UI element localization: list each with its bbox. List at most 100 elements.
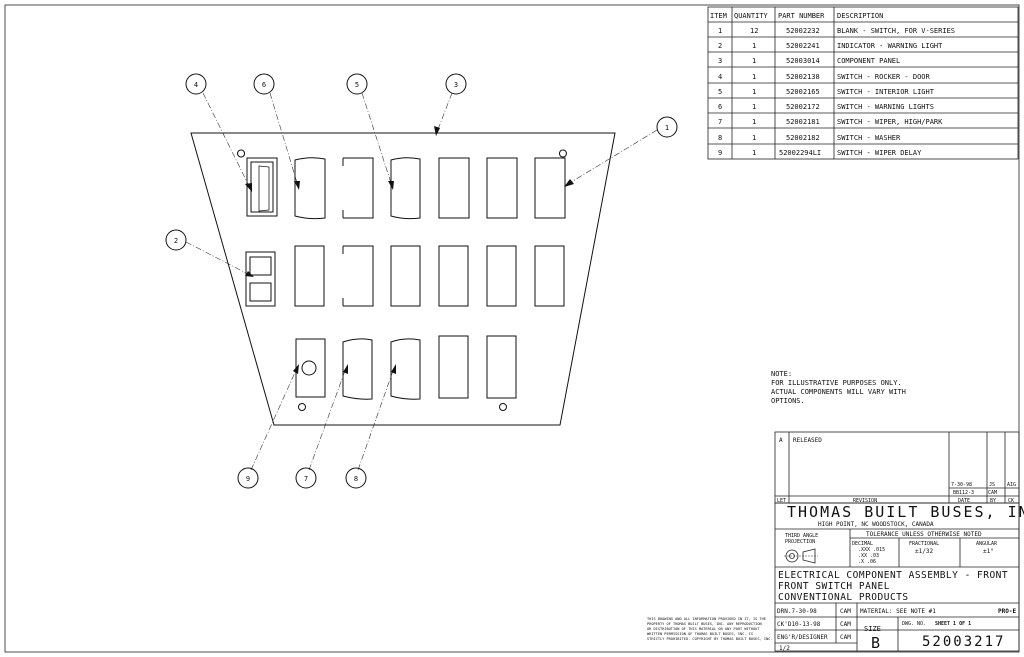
proprietary-line: STRICTLY PROHIBITED. COPYRIGHT BY THOMAS… <box>647 637 773 641</box>
callout-balloon-2: 2 <box>165 229 187 251</box>
title-block: THOMAS BUILT BUSES, INC. HIGH POINT, NC … <box>774 502 1024 652</box>
bom-part: 52002181 <box>786 118 820 126</box>
callout-balloon-5: 5 <box>346 73 368 95</box>
bom-desc: BLANK - SWITCH, FOR V-SERIES <box>837 27 955 35</box>
bom-part: 52002172 <box>786 103 820 111</box>
bom-part: 52002232 <box>786 27 820 35</box>
callout-number: 1 <box>665 124 669 132</box>
switch-row-3 <box>295 335 517 400</box>
bom-header-quantity: QUANTITY <box>734 12 769 20</box>
drawing-number-label: DWG. NO. <box>902 621 926 627</box>
bom-header-description: DESCRIPTION <box>837 12 883 20</box>
proprietary-line: OR DISTRIBUTION OF THIS MATERIAL OR ANY … <box>647 627 760 631</box>
wiper-delay-switch <box>295 338 326 398</box>
callout-number: 9 <box>246 475 250 483</box>
revision-header-ck: CK <box>1008 498 1014 504</box>
drawing-title: ELECTRICAL COMPONENT ASSEMBLY - FRONT <box>778 570 1008 581</box>
callout-number: 5 <box>355 81 359 89</box>
bom-item: 6 <box>718 103 722 111</box>
third-angle-projection-icon <box>784 548 818 564</box>
blank-switch <box>438 157 470 219</box>
callout-number: 4 <box>194 81 198 89</box>
revision-block: A RELEASED 7-30-98 JS AIG BB112-3 CAM LE… <box>774 431 1020 504</box>
bom-row: 1 12 52002232 BLANK - SWITCH, FOR V-SERI… <box>718 27 955 35</box>
note-line: OPTIONS. <box>771 397 805 405</box>
fractional-tolerance-value: ±1/32 <box>915 548 933 555</box>
bom-item: 1 <box>718 27 722 35</box>
bom-item: 3 <box>718 57 722 65</box>
callout-number: 7 <box>304 475 308 483</box>
revision-by-secondary: CAM <box>988 490 997 496</box>
note-line: ACTUAL COMPONENTS WILL VARY WITH <box>771 388 906 396</box>
bom-part: 52002165 <box>786 88 820 96</box>
bom-qty: 1 <box>752 57 756 65</box>
bom-desc: SWITCH - WIPER DELAY <box>837 149 922 157</box>
bom-qty: 1 <box>752 88 756 96</box>
bom-part: 52002182 <box>786 134 820 142</box>
size-label: SIZE <box>864 625 881 633</box>
switch-row-2 <box>245 245 565 307</box>
projection-label: THIRD ANGLE <box>785 533 818 539</box>
note-heading: NOTE: <box>771 370 792 378</box>
bom-row: 7 1 52002181 SWITCH - WIPER, HIGH/PARK <box>718 118 943 126</box>
bom-qty: 1 <box>752 118 756 126</box>
bom-row: 9 1 52002294LI SWITCH - WIPER DELAY <box>718 149 922 157</box>
bom-desc: COMPONENT PANEL <box>837 57 900 65</box>
decimal-tolerance-value: .X .06 <box>858 559 876 565</box>
bom-desc: SWITCH - WARNING LIGHTS <box>837 103 934 111</box>
bom-part: 52002241 <box>786 42 820 50</box>
bom-part: 52002294LI <box>779 149 821 157</box>
washer-rocker-switch <box>390 338 421 400</box>
blank-switch <box>486 245 517 307</box>
revision-ck: AIG <box>1007 482 1016 488</box>
warning-lights-rocker-switch <box>294 157 326 220</box>
blank-switch <box>294 245 325 307</box>
callout-number: 2 <box>174 237 178 245</box>
third-angle-projection: THIRD ANGLE PROJECTION <box>784 533 818 564</box>
revision-by: JS <box>989 482 995 488</box>
angular-tolerance-label: ANGULAR <box>976 541 998 547</box>
callouts: 4 6 5 3 1 2 9 7 <box>165 73 678 489</box>
bom-item: 8 <box>718 134 722 142</box>
company-name: THOMAS BUILT BUSES, INC. <box>787 503 1024 521</box>
bom-row: 5 1 52002165 SWITCH - INTERIOR LIGHT <box>718 88 935 96</box>
bom-item: 9 <box>718 149 722 157</box>
drawing-product-line: CONVENTIONAL PRODUCTS <box>778 592 909 603</box>
bom-desc: SWITCH - ROCKER - DOOR <box>837 73 931 81</box>
decimal-tolerance-label: DECIMAL <box>852 541 873 547</box>
bom-qty: 12 <box>750 27 758 35</box>
bom-desc: SWITCH - WIPER, HIGH/PARK <box>837 118 943 126</box>
callout-balloon-3: 3 <box>445 73 467 95</box>
mounting-holes <box>237 149 567 411</box>
callout-balloon-7: 7 <box>295 467 317 489</box>
proprietary-line: PROPERTY OF THOMAS BUILT BUSES, INC. ANY… <box>647 622 762 626</box>
bom-qty: 1 <box>752 73 756 81</box>
projection-label: PROJECTION <box>785 539 815 545</box>
revision-header-revision: REVISION <box>853 498 877 504</box>
revision-header-let: LET <box>777 498 786 504</box>
bom-desc: INDICATOR - WARNING LIGHT <box>837 42 943 50</box>
blank-switch <box>486 157 518 219</box>
checked-by: CAM <box>840 621 851 628</box>
bom-qty: 1 <box>752 42 756 50</box>
angular-tolerance-value: ±1° <box>983 548 994 555</box>
proprietary-notice: THIS DRAWING AND ALL INFORMATION PROVIDE… <box>647 617 773 641</box>
decimal-tolerance-value: .XX .03 <box>858 553 879 559</box>
switch-row-1 <box>246 157 566 220</box>
sheet-border <box>4 4 1020 653</box>
drawing-number: 52003217 <box>922 634 1005 650</box>
blank-switch <box>534 157 566 219</box>
engineer-label: ENG'R/DESIGNER <box>777 634 828 641</box>
proprietary-line: WRITTEN PERMISSION OF THOMAS BUILT BUSES… <box>647 632 753 636</box>
wiper-high-park-rocker-switch <box>342 338 373 400</box>
drawing-subtitle: FRONT SWITCH PANEL <box>778 581 890 592</box>
revision-date-secondary: BB112-3 <box>953 490 974 496</box>
blank-switch <box>534 245 565 307</box>
blank-switch <box>342 157 374 219</box>
callout-balloon-9: 9 <box>237 467 259 489</box>
proprietary-line: THIS DRAWING AND ALL INFORMATION PROVIDE… <box>647 617 766 621</box>
callout-number: 3 <box>454 81 458 89</box>
switch-panel-drawing <box>190 132 616 426</box>
bom-table: ITEM QUANTITY PART NUMBER DESCRIPTION 1 … <box>707 6 1019 160</box>
